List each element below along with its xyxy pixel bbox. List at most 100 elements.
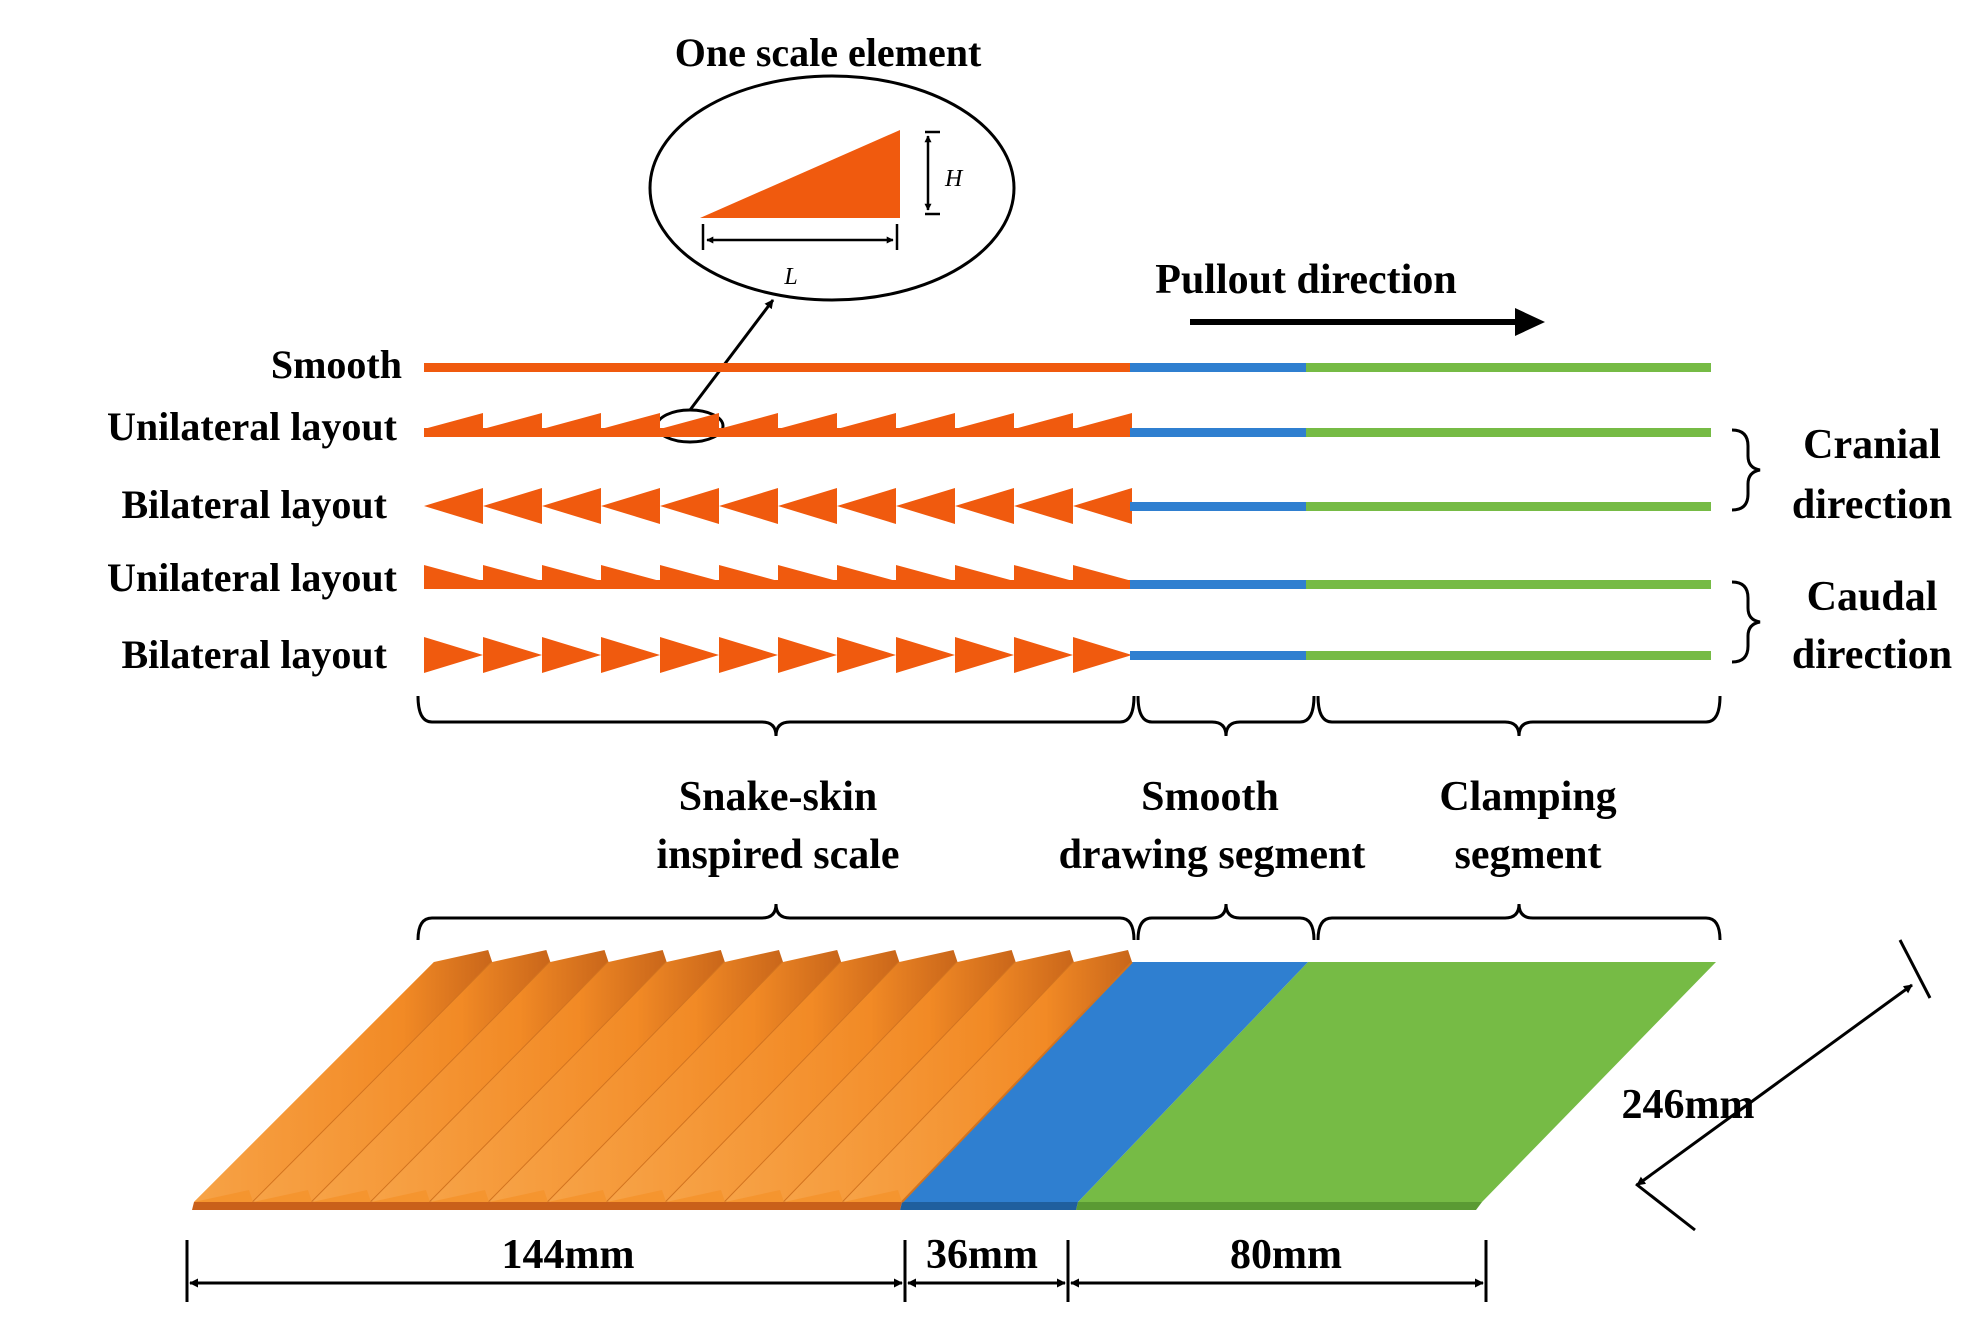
scale-tooth (483, 488, 542, 524)
caudal-label-line2: direction (1792, 632, 1952, 678)
row-bi-cranial-clamp-segment (1306, 502, 1711, 511)
plate-scale-ridge (489, 950, 783, 1202)
segment-label-scale-line1: Snake-skin (679, 774, 877, 820)
row-label-bilateral-caudal: Bilateral layout (121, 632, 387, 677)
width-dimension-arrow (1636, 983, 1913, 1187)
length-label-scale: 144mm (502, 1232, 635, 1278)
segment-label-clamp-line2: segment (1455, 832, 1602, 878)
row-bi-caudal-scales (424, 637, 1132, 673)
scale-tooth (1014, 413, 1073, 429)
scale-tooth (542, 565, 601, 581)
scale-tooth (483, 565, 542, 581)
scale-element-title: One scale element (675, 30, 982, 75)
segment-label-scale-line2: inspired scale (656, 832, 899, 878)
scale-tooth (1073, 413, 1132, 429)
scale-tooth (483, 413, 542, 429)
brace-clamp-segment-lower (1316, 903, 1722, 941)
brace-scale-segment-lower (416, 903, 1136, 941)
scale-tooth (955, 488, 1014, 524)
row-label-smooth: Smooth (271, 342, 402, 387)
scale-tooth (896, 488, 955, 524)
row-smooth-scale-segment (424, 363, 1132, 372)
scale-tooth (1014, 637, 1073, 673)
width-label: 246mm (1622, 1082, 1755, 1128)
scale-tooth (896, 565, 955, 581)
l-label: L (783, 264, 797, 290)
brace-scale-segment (416, 695, 1136, 737)
scale-tooth (660, 637, 719, 673)
plate-scale-ridge (548, 950, 842, 1202)
scale-tooth (719, 637, 778, 673)
cranial-label-line2: direction (1792, 482, 1952, 528)
segment-braces-upper (416, 695, 1722, 737)
scale-tooth (601, 637, 660, 673)
row-uni-caudal-clamp-segment (1306, 580, 1711, 589)
segment-braces-lower (416, 903, 1722, 941)
row-bi-caudal-clamp-segment (1306, 651, 1711, 660)
scale-tooth (896, 413, 955, 429)
plate-scale-ridge (194, 950, 493, 1202)
scale-tooth (424, 565, 483, 581)
scale-tooth (542, 637, 601, 673)
row-bi-cranial-smooth-segment (1130, 502, 1308, 511)
plate-clamp-top (1078, 962, 1716, 1202)
segment-label-smooth-line1: Smooth (1141, 774, 1279, 820)
plate-scale-ridge (430, 950, 725, 1202)
plate-scale-ridge (607, 950, 900, 1202)
scale-tooth (424, 488, 483, 524)
plate-scale-ridge (312, 950, 609, 1202)
row-label-unilateral-caudal: Unilateral layout (107, 555, 398, 600)
scale-tooth (483, 637, 542, 673)
width-tick-top (1898, 939, 1932, 999)
scale-tooth (719, 488, 778, 524)
plate-scale-ridge (725, 950, 1016, 1202)
scale-tooth (719, 565, 778, 581)
scale-tooth (837, 637, 896, 673)
scale-tooth (601, 488, 660, 524)
row-uni-caudal-scales (424, 565, 1132, 581)
scale-tooth (1073, 637, 1132, 673)
scale-tooth (542, 488, 601, 524)
scale-tooth (1073, 488, 1132, 524)
brace-clamp-segment (1316, 695, 1722, 737)
row-bi-caudal-smooth-segment (1130, 651, 1308, 660)
scale-tooth (955, 413, 1014, 429)
scale-tooth (719, 413, 778, 429)
scale-tooth (424, 637, 483, 673)
pullout-direction-label: Pullout direction (1155, 257, 1456, 303)
scale-tooth (660, 413, 719, 429)
plate-scale-edge (192, 1202, 902, 1210)
plate-scale-ridge (666, 950, 958, 1202)
scale-tooth (1073, 565, 1132, 581)
plate-scale-ridge (784, 950, 1074, 1202)
brace-smooth-segment-lower (1136, 903, 1316, 941)
plate-ridge-line (901, 961, 1133, 1203)
row-label-unilateral-cranial: Unilateral layout (107, 404, 398, 449)
cranial-label-line1: Cranial (1803, 422, 1941, 468)
row-uni-cranial-scales (424, 413, 1132, 429)
cranial-brace (1731, 428, 1761, 512)
row-uni-cranial-smooth-segment (1130, 428, 1308, 437)
segment-label-clamp-line1: Clamping (1439, 774, 1616, 820)
plate-scale-ridge (843, 950, 1132, 1202)
row-uni-caudal-smooth-segment (1130, 580, 1308, 589)
scale-triangle (700, 130, 900, 218)
row-uni-cranial-clamp-segment (1306, 428, 1711, 437)
scale-tooth (955, 637, 1014, 673)
scale-tooth (837, 413, 896, 429)
plate-smooth-edge (900, 1202, 1078, 1210)
width-tick-bottom (1635, 1182, 1696, 1232)
scale-tooth (660, 565, 719, 581)
scale-tooth (542, 413, 601, 429)
scale-tooth (778, 488, 837, 524)
length-label-smooth: 36mm (926, 1232, 1038, 1278)
scale-tooth (601, 413, 660, 429)
pointer-arrow (688, 299, 775, 411)
scale-tooth (955, 565, 1014, 581)
scale-tooth (837, 565, 896, 581)
scale-element-inset (648, 74, 1016, 302)
row-uni-caudal-base (424, 580, 1132, 589)
row-uni-cranial-base (424, 428, 1132, 437)
plate-smooth-top (902, 962, 1308, 1202)
